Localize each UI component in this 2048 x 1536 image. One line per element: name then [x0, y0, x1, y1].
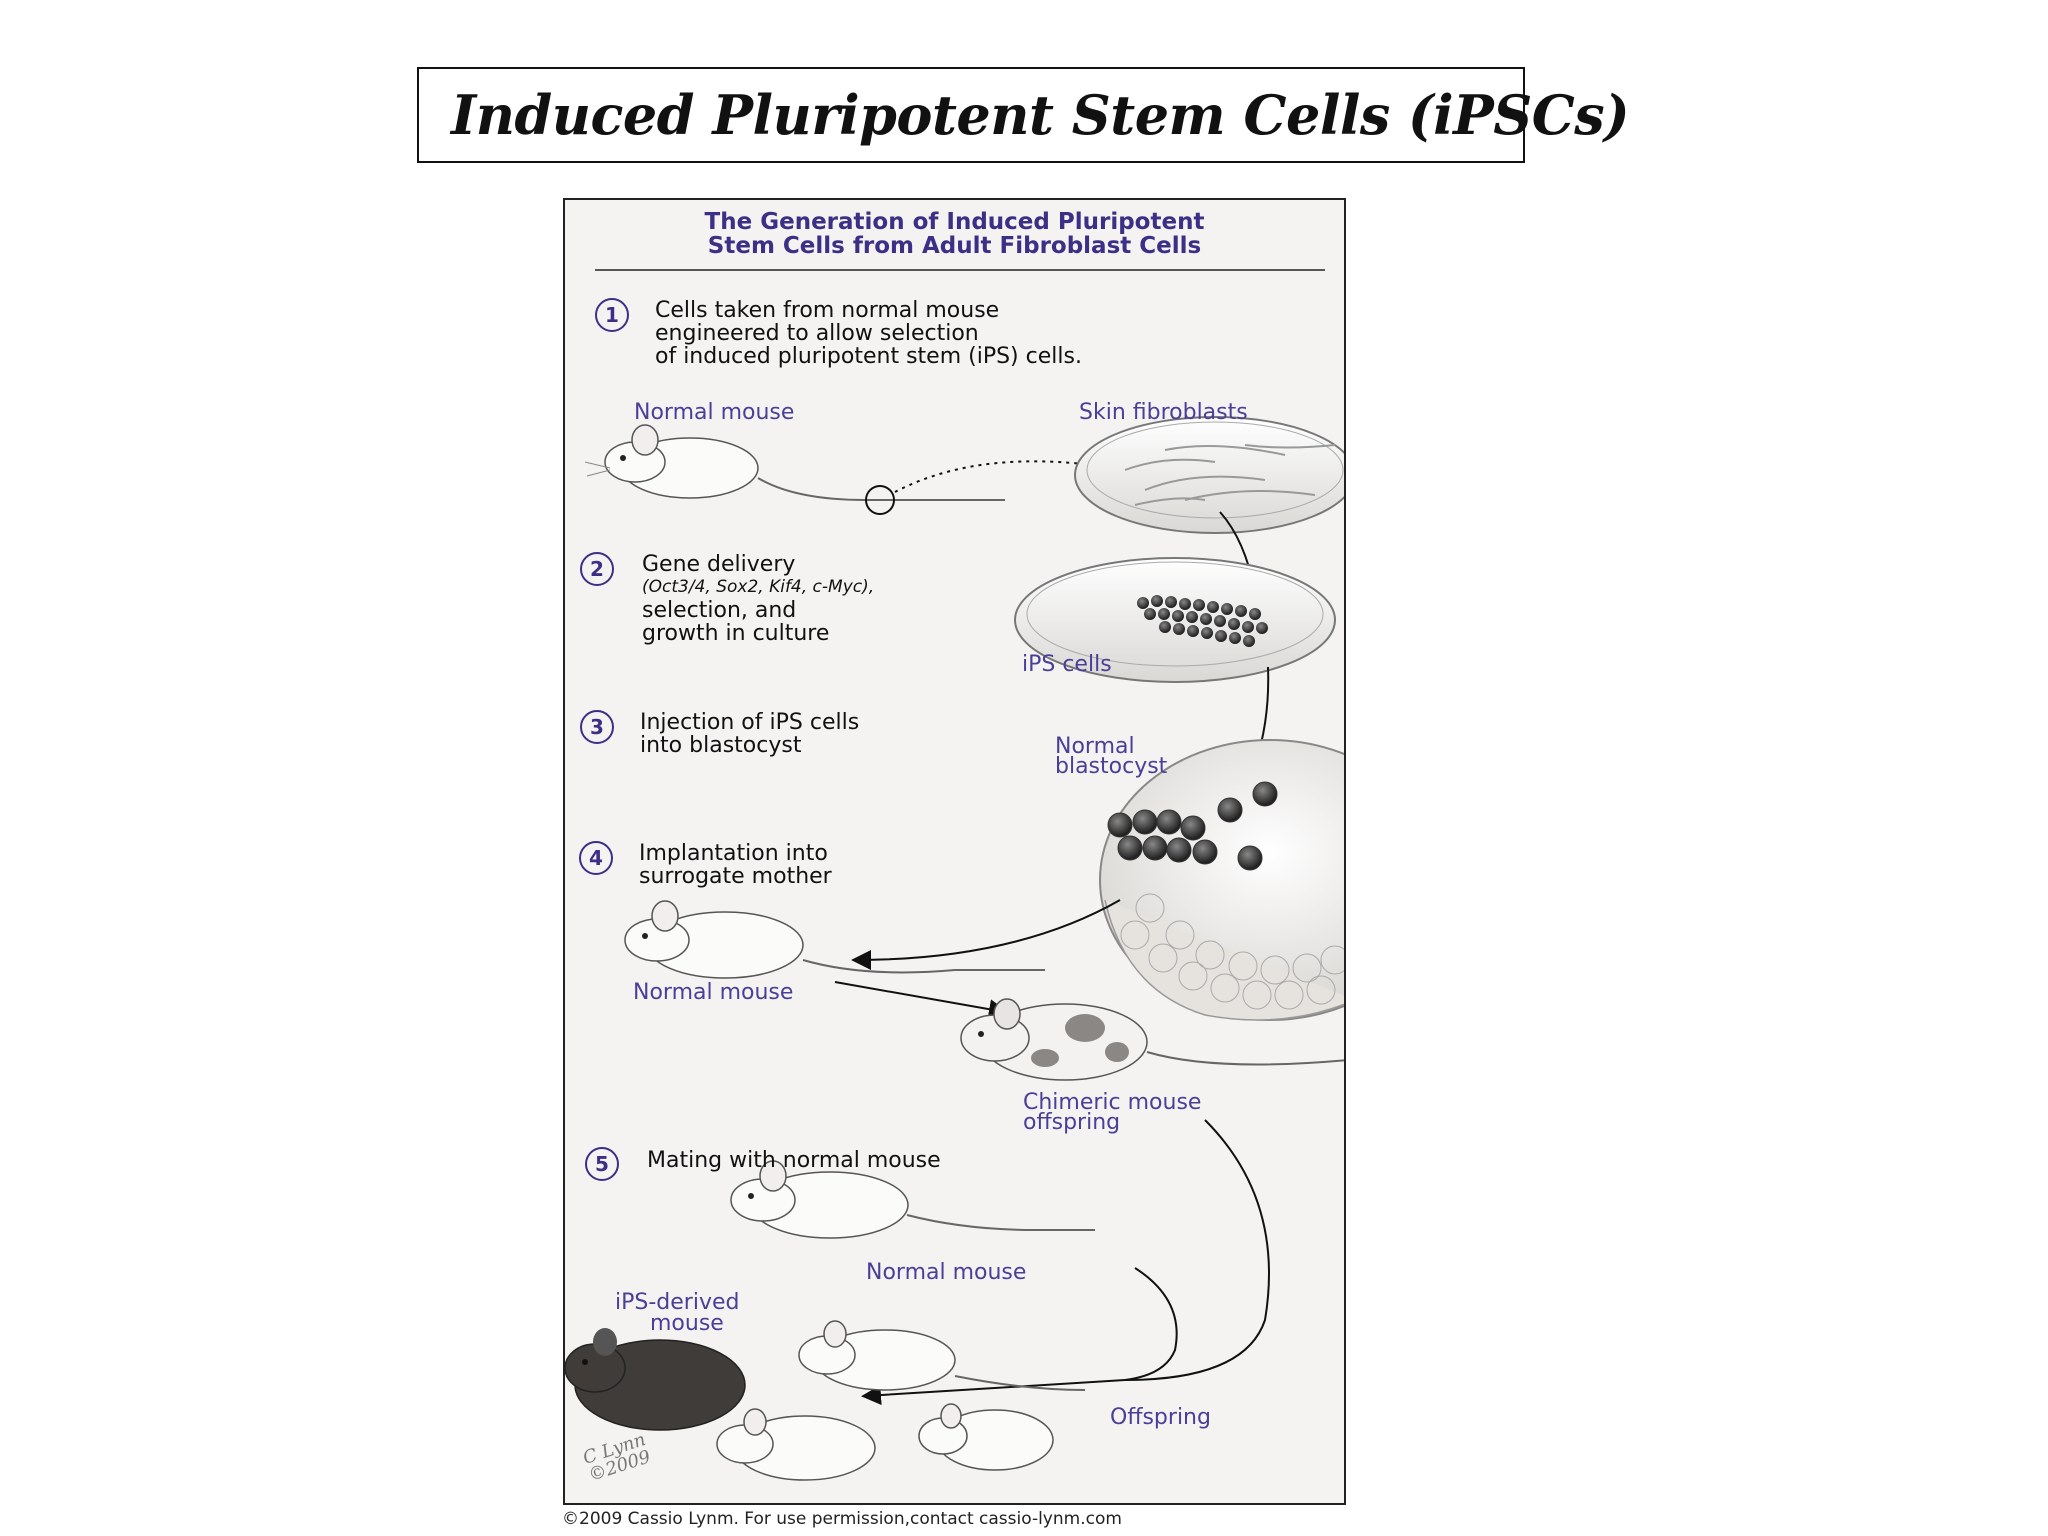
ips-derived-label-1: iPS-derived: [615, 1290, 740, 1315]
ips-cell-dish: [1014, 557, 1336, 683]
biopsy-circle: [865, 485, 895, 515]
step-3-line-2: into blastocyst: [640, 733, 802, 758]
step-4-text: Implantation into surrogate mother: [639, 842, 832, 888]
step-5-number: 5: [585, 1147, 619, 1181]
step-4-line-1: Implantation into: [639, 841, 828, 866]
step-1-line-1: Cells taken from normal mouse: [655, 298, 1000, 323]
step-1-number: 1: [595, 298, 629, 332]
normal-blastocyst-label-1: Normal: [1055, 734, 1135, 759]
normal-mating-arrow: [1124, 1267, 1178, 1381]
step-3-text: Injection of iPS cells into blastocyst: [640, 711, 859, 757]
chimeric-mouse-label-1: Chimeric mouse: [1023, 1090, 1202, 1115]
offspring-mice-illustration: [716, 1320, 1086, 1481]
fibroblast-dish: [1074, 416, 1344, 534]
figure-illustration: [565, 269, 1344, 1481]
normal-mouse-label-2: Normal mouse: [633, 980, 794, 1005]
step-2-genes: (Oct3/4, Sox2, Kif4, c-Myc),: [642, 577, 875, 597]
step-4-number: 4: [579, 841, 613, 875]
step-1-line-2: engineered to allow selection: [655, 321, 979, 346]
chimeric-mouse-illustration: [960, 998, 1344, 1081]
step-4-line-2: surrogate mother: [639, 864, 832, 889]
step-1-line-3: of induced pluripotent stem (iPS) cells.: [655, 344, 1082, 369]
figure-title-line-2: Stem Cells from Adult Fibroblast Cells: [707, 233, 1202, 259]
surrogate-mouse-illustration: [624, 900, 1045, 979]
chimeric-mating-arrow: [861, 1119, 1270, 1405]
copyright-credit: ©2009 Cassio Lynm. For use permission,co…: [562, 1509, 1122, 1529]
step-1-text: Cells taken from normal mouse engineered…: [655, 299, 1082, 368]
figure-title-line-1: The Generation of Induced Pluripotent: [704, 209, 1205, 235]
step-3-line-1: Injection of iPS cells: [640, 710, 860, 735]
step-2-text: Gene delivery (Oct3/4, Sox2, Kif4, c-Myc…: [642, 553, 874, 645]
step-3-number: 3: [580, 710, 614, 744]
birth-arrow: [834, 981, 1009, 1020]
skin-fibroblasts-label: Skin fibroblasts: [1079, 400, 1248, 425]
ipsc-figure-panel: The Generation of Induced Pluripotent St…: [563, 198, 1346, 1505]
ips-cells-label: iPS cells: [1022, 652, 1112, 677]
normal-mouse-label-3: Normal mouse: [866, 1260, 1027, 1285]
step-2-number: 2: [580, 552, 614, 586]
step-2-line-1: selection, and: [642, 598, 797, 623]
normal-blastocyst-label-2: blastocyst: [1055, 754, 1168, 779]
blastocyst-illustration: [1099, 739, 1344, 1021]
ips-derived-label-2: mouse: [650, 1311, 724, 1336]
ips-derived-mouse-illustration: [565, 1328, 746, 1431]
slide-title: Induced Pluripotent Stem Cells (iPSCs): [451, 83, 1630, 147]
slide-title-box: Induced Pluripotent Stem Cells (iPSCs): [417, 67, 1630, 163]
step-2-title: Gene delivery: [642, 552, 796, 577]
normal-mouse-illustration-3: [730, 1160, 1095, 1239]
step-5-text: Mating with normal mouse: [647, 1148, 941, 1173]
chimeric-mouse-label-2: offspring: [1023, 1110, 1121, 1135]
implantation-arrow: [851, 899, 1121, 970]
offspring-label: Offspring: [1110, 1405, 1211, 1430]
step-2-line-2: growth in culture: [642, 621, 830, 646]
normal-mouse-illustration-1: [584, 424, 1005, 501]
normal-mouse-label-1: Normal mouse: [634, 400, 795, 425]
